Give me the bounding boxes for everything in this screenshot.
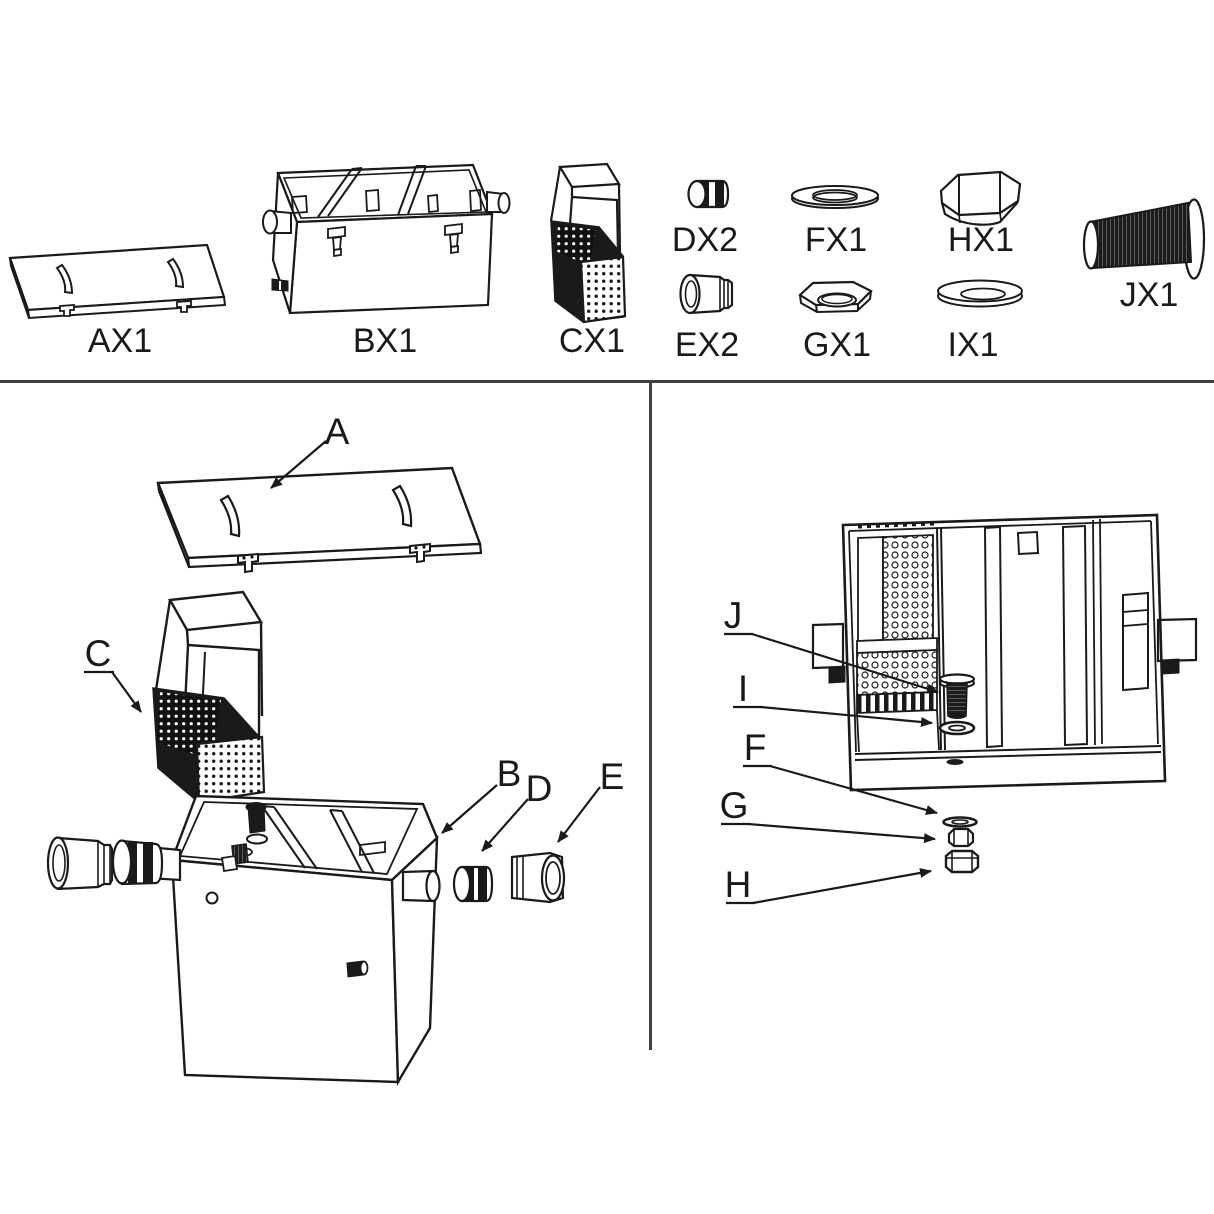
leader-j: [751, 632, 939, 694]
exploded-basket: [152, 590, 266, 804]
left-coupling: [46, 836, 114, 891]
part-jx1-flowpipe: [1082, 198, 1206, 280]
section-dividers: [0, 380, 1214, 1050]
leader-i: [760, 705, 933, 727]
lid-tab: [59, 304, 75, 317]
part-dx2-label: DX2: [672, 221, 738, 259]
interior-inlet-fittings: [220, 802, 268, 873]
part-jx1-label: JX1: [1120, 276, 1179, 314]
part-gx1-locknut: [798, 280, 873, 314]
leader-a: [270, 440, 327, 489]
leader-d: [481, 798, 529, 852]
part-ax1-lid: [8, 243, 227, 320]
part-hx1-hexnut: [939, 170, 1022, 226]
part-ex2-label: EX2: [675, 326, 739, 364]
parts-table: AX1: [8, 162, 1206, 364]
lid-tab: [176, 300, 192, 313]
flow-bolt: [327, 225, 346, 258]
callout-e: E: [600, 756, 625, 797]
apron-slot: [946, 759, 964, 765]
callout-g: G: [720, 785, 749, 826]
callout-h: H: [725, 864, 752, 905]
right-coupling: [510, 851, 566, 904]
lid-handle: [166, 257, 185, 289]
vent-hole: [205, 891, 219, 905]
horizontal-divider: [0, 380, 1214, 383]
part-bx1-label: BX1: [353, 322, 417, 360]
right-gasket: [452, 865, 494, 903]
callout-a: A: [325, 411, 350, 452]
part-ix1-washer: [937, 279, 1023, 308]
part-bx1-tank: [262, 163, 511, 315]
vertical-divider: [649, 381, 652, 1050]
part-dx2-gasket: [687, 179, 730, 209]
part-fx1-washer: [791, 185, 879, 209]
exploded-tank: [46, 794, 566, 1087]
lid-tab: [409, 542, 431, 564]
assembled-unit: [811, 513, 1198, 792]
installed-flowpipe: [938, 673, 976, 719]
exploded-lid: [156, 466, 483, 574]
part-cx1-label: CX1: [559, 322, 625, 360]
lid-handle: [219, 494, 241, 538]
leader-g: [747, 822, 936, 844]
lid-handle: [391, 484, 413, 528]
installed-washer: [938, 720, 976, 736]
part-fx1-label: FX1: [805, 221, 867, 259]
hardware-washer-f: [942, 816, 978, 828]
exploded-view: A C: [46, 411, 625, 1087]
callout-f: F: [744, 727, 767, 768]
leader-f: [769, 764, 938, 815]
part-ix1-label: IX1: [947, 326, 998, 364]
part-cx1-basket: [549, 162, 627, 324]
part-ax1-label: AX1: [88, 322, 152, 360]
hardware-nut-h: [944, 849, 980, 874]
callout-d: D: [526, 768, 553, 809]
leader-e: [557, 786, 601, 843]
part-hx1-label: HX1: [948, 221, 1014, 259]
callout-b: B: [497, 753, 522, 794]
flow-bolt: [444, 222, 463, 255]
assembled-view: J I F G H: [720, 513, 1198, 905]
hardware-nut-g: [947, 827, 975, 848]
callout-j: J: [724, 595, 743, 636]
leader-h: [752, 868, 932, 905]
leader-c: [111, 671, 142, 713]
callout-c: C: [85, 633, 112, 674]
part-ex2-coupling: [679, 273, 734, 315]
callout-i: I: [738, 668, 748, 709]
lid-handle: [55, 263, 74, 295]
right-tab: [1156, 617, 1198, 663]
part-gx1-label: GX1: [803, 326, 871, 364]
left-gasket: [111, 839, 164, 886]
leader-b: [441, 784, 498, 834]
lid-tab: [237, 552, 259, 574]
